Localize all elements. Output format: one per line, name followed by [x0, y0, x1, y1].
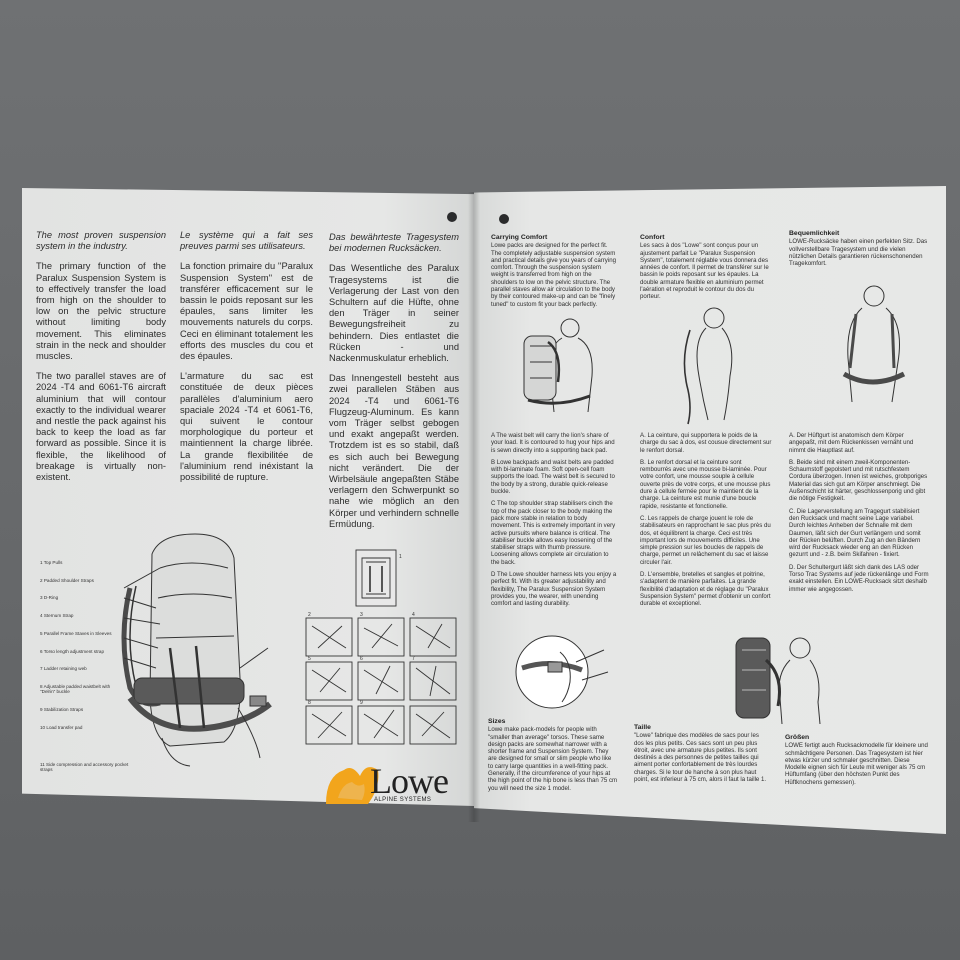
german-feature-c: C. Die Lagerverstellung am Tragegurt sta… — [789, 507, 921, 559]
child-pack-illustration — [735, 637, 821, 725]
step-number: 6 — [360, 656, 363, 662]
lowe-logo-icon — [326, 767, 379, 804]
step-number: 7 — [412, 656, 415, 662]
french-feature-b: B. Le renfort dorsal et la ceinture sont… — [640, 458, 771, 510]
backpack-cutaway-illustration — [121, 533, 272, 767]
callout-label: 5 Parallel Frame Staves in Sleeves — [40, 630, 112, 636]
heading-bequemlichkeit: Bequemlichkeit — [789, 230, 840, 237]
german-intro: Das bewährteste Tragesystem bei modernen… — [329, 232, 459, 254]
french-paragraph-2: L'armature du sac est constituée de deux… — [180, 371, 313, 483]
adjustment-steps-diagram: 1 2 3 4 5 6 7 8 9 — [305, 549, 457, 745]
german-column: Das bewährteste Tragesystem bei modernen… — [329, 232, 459, 539]
german-comfort-column: Bequemlichkeit LOWE-Rucksäcke haben eine… — [789, 230, 929, 272]
heading-sizes: Sizes — [488, 718, 506, 725]
english-paragraph-2: The two parallel staves are of 2024 -T4 … — [36, 371, 166, 483]
english-column: The most proven suspension system in the… — [36, 230, 166, 492]
english-comfort-intro: Lowe packs are designed for the perfect … — [491, 242, 616, 308]
english-feature-a: A The waist belt will carry the lion's s… — [491, 432, 615, 454]
punch-hole — [447, 212, 457, 222]
english-intro: The most proven suspension system in the… — [36, 230, 166, 252]
heading-groessen: Größen — [785, 734, 810, 741]
punch-hole — [499, 214, 509, 224]
callout-label: 4 Sternum Strap — [40, 613, 74, 619]
french-feature-d: D. L'ensemble, bretelles et sangles et p… — [640, 571, 771, 608]
english-sizes-column: Sizes Lowe make pack-models for people w… — [488, 718, 618, 797]
french-feature-a: A. La ceinture, qui supportera le poids … — [640, 432, 772, 454]
callout-label: 3 D-Ring — [40, 595, 59, 601]
english-sizes-text: Lowe make pack-models for people with "s… — [488, 726, 618, 792]
french-paragraph-1: La fonction primaire du ''Paralux Suspen… — [180, 261, 313, 362]
french-features-column: A. La ceinture, qui supportera le poids … — [640, 432, 772, 613]
heading-taille: Taille — [634, 724, 651, 731]
french-sizes-text: "Lowe" fabrique des modèles de sacs pour… — [634, 732, 767, 784]
german-feature-d: D. Der Schultergurt läßt sich dank des L… — [789, 563, 929, 593]
spine-profile-illustration — [683, 307, 733, 425]
step-number: 3 — [360, 612, 363, 618]
callout-label: 8 Adjustable padded waistbelt with "Delr… — [40, 683, 111, 695]
component-callouts: 1 Top Pulls 2 Padded Shoulder Straps 3 D… — [40, 560, 112, 742]
callout-label: 2 Padded Shoulder Straps — [40, 577, 94, 583]
english-feature-b: B Lowe backpads and waist belts are padd… — [491, 458, 615, 496]
german-comfort-intro: LOWE-Rucksäcke haben einen perfekten Sit… — [789, 238, 928, 268]
german-paragraph-2: Das Innengestell besteht aus zwei parall… — [329, 373, 459, 529]
hip-belt-illustration — [842, 285, 906, 403]
buckle-closeup-illustration — [515, 635, 609, 709]
step-number: 1 — [399, 554, 402, 560]
english-comfort-column: Carrying Comfort Lowe packs are designed… — [491, 234, 617, 313]
callout-label: 6 Torso length adjustment strap — [40, 648, 105, 654]
german-paragraph-1: Das Wesentliche des Paralux Tragesystems… — [329, 263, 459, 364]
german-sizes-text: LOWE fertigt auch Rucksackmodelle für kl… — [785, 742, 928, 786]
center-fold — [468, 192, 480, 822]
german-feature-b: B. Beide sind mit einem zweil-Komponente… — [789, 458, 928, 503]
callout-label: 11 Side compression and accessory pocket… — [40, 762, 129, 773]
hiker-with-pack-illustration — [523, 318, 593, 413]
french-comfort-column: Confort Les sacs à dos ''Lowe'' sont con… — [640, 234, 772, 306]
callout-label: 7 Ladder retaining web — [40, 666, 87, 672]
english-paragraph-1: The primary function of the Paralux Susp… — [36, 261, 166, 362]
callout-label: 10 Load transfer pad — [40, 724, 83, 730]
german-features-column: A. Der Hüftgurt ist anatomisch dem Körpe… — [789, 432, 929, 598]
german-sizes-column: Größen LOWE fertigt auch Rucksackmodelle… — [785, 734, 929, 791]
english-feature-d: D The Lowe shoulder harness lets you enj… — [491, 571, 617, 608]
heading-carrying-comfort: Carrying Comfort — [491, 234, 548, 241]
brochure-left-page — [22, 188, 474, 806]
heading-confort: Confort — [640, 234, 665, 241]
step-number: 9 — [360, 700, 363, 706]
step-number: 5 — [308, 656, 311, 662]
step-number: 2 — [308, 612, 311, 618]
english-feature-c: C The top shoulder strap stabilisers cin… — [491, 500, 616, 566]
step-number: 4 — [412, 612, 415, 618]
french-intro: Le système qui a fait ses preuves parmi … — [180, 230, 313, 252]
french-column: Le système qui a fait ses preuves parmi … — [180, 230, 313, 492]
callout-label: 1 Top Pulls — [40, 560, 63, 565]
french-feature-c: C. Les rappels de charge jouent le role … — [640, 514, 771, 566]
logo-tagline: ALPINE SYSTEMS — [374, 797, 432, 803]
logo-wordmark: Lowe — [370, 761, 449, 801]
french-sizes-column: Taille "Lowe" fabrique des modèles de sa… — [634, 724, 770, 788]
french-comfort-intro: Les sacs à dos ''Lowe'' sont conçus pour… — [640, 242, 769, 301]
english-features-column: A The waist belt will carry the lion's s… — [491, 432, 617, 613]
callout-label: 9 Stabilization Straps — [40, 706, 84, 712]
brochure-right-page — [474, 186, 946, 834]
step-number: 8 — [308, 700, 311, 706]
german-feature-a: A. Der Hüftgurt ist anatomisch dem Körpe… — [789, 432, 914, 454]
